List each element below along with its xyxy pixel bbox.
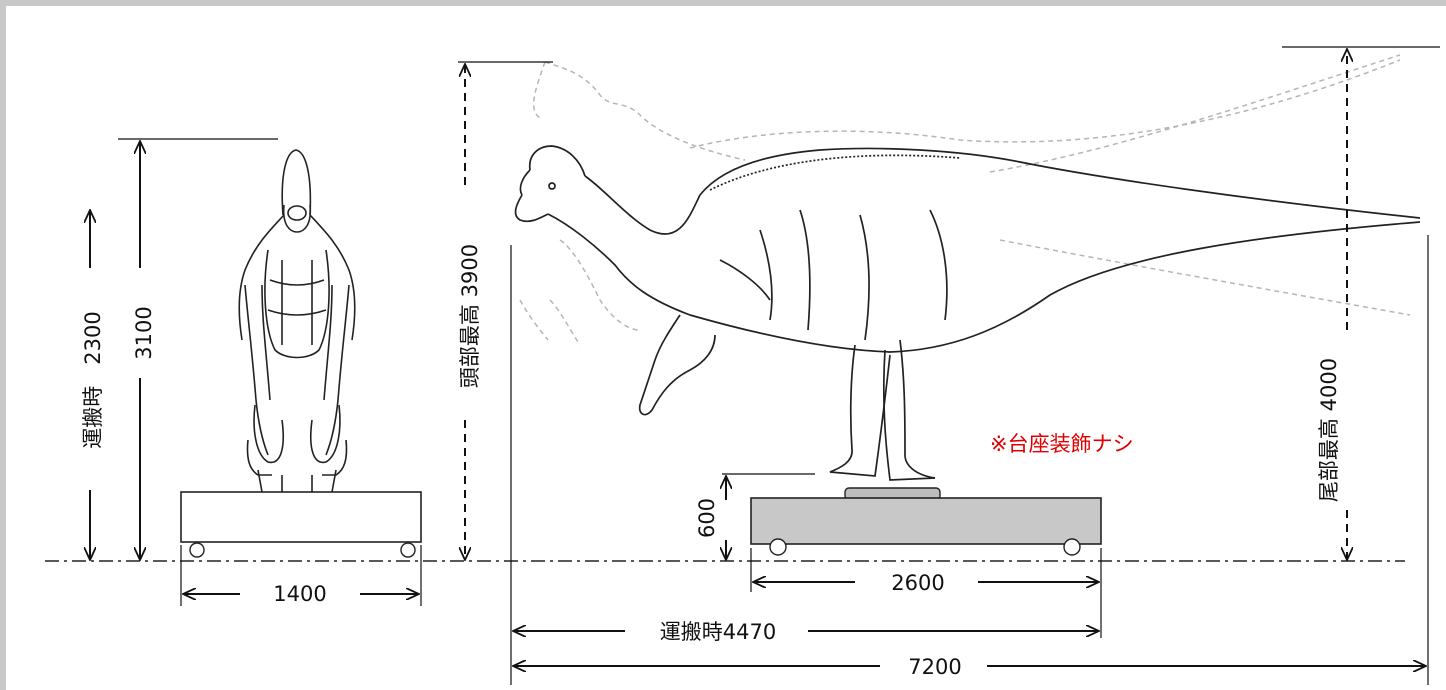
front-wheel-right <box>400 542 416 558</box>
base-height-label: 600 <box>695 498 719 538</box>
front-height-label: 3100 <box>132 306 156 359</box>
tail-height-label: 尾部最高 4000 <box>1317 358 1341 502</box>
side-base <box>750 497 1102 545</box>
front-wheel-left <box>189 542 205 558</box>
side-wheel-right <box>1063 538 1081 556</box>
transport-length-label: 運搬時4470 <box>660 620 776 644</box>
head-height-label: 頭部最高 3900 <box>458 244 482 388</box>
side-dinosaur-figure <box>514 145 1421 481</box>
base-width-label: 2600 <box>891 571 944 595</box>
ghost-pose-outline <box>519 54 1411 346</box>
front-base <box>180 491 422 543</box>
transport-height-label: 運搬時 2300 <box>81 311 105 448</box>
front-width-label: 1400 <box>273 582 326 606</box>
front-dinosaur-figure <box>238 149 356 493</box>
pedestal-note: ※台座装飾ナシ <box>990 432 1134 456</box>
side-wheel-left <box>769 538 787 556</box>
total-length-label: 7200 <box>908 655 961 679</box>
